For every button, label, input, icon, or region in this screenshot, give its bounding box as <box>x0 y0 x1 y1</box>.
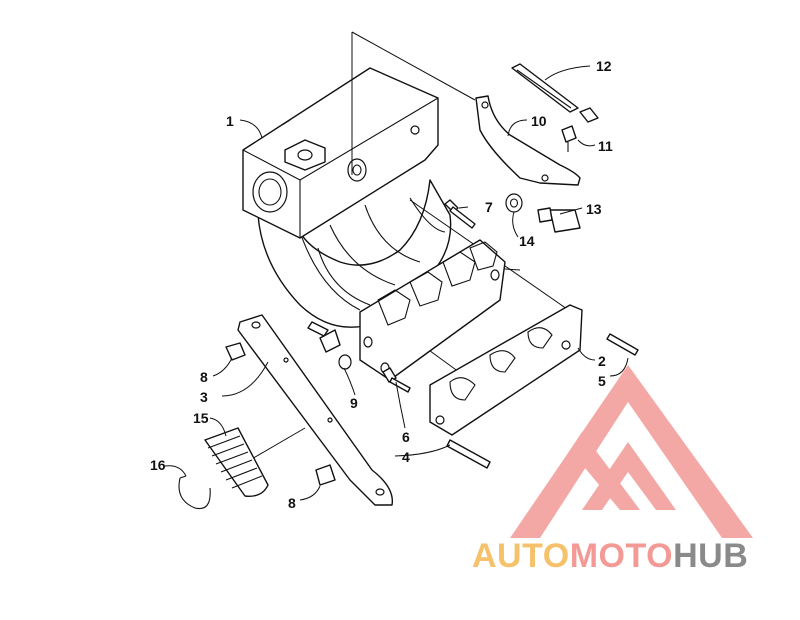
callout-2: 2 <box>598 353 606 369</box>
part-12-strap <box>511 63 579 113</box>
callout-1: 1 <box>226 113 234 129</box>
callout-15: 15 <box>193 410 209 426</box>
part-5-stud <box>606 333 639 356</box>
callout-12: 12 <box>596 58 612 74</box>
callout-13: 13 <box>586 201 602 217</box>
part-2-gasket <box>429 304 583 436</box>
part-9-manifold-flange <box>307 239 506 381</box>
callout-11: 11 <box>598 138 613 154</box>
wordmark-hub: HUB <box>673 537 749 575</box>
callout-6: 6 <box>402 429 410 445</box>
callout-4: 4 <box>402 449 410 465</box>
part-11-bolts <box>561 107 599 152</box>
wordmark-auto: AUTO <box>472 537 570 575</box>
part-14-washer <box>505 193 523 213</box>
callout-labels: 1 12 10 11 13 7 14 2 5 8 3 9 15 6 4 16 8 <box>150 58 613 511</box>
logo-left-bar <box>570 432 640 510</box>
callout-3: 3 <box>200 389 208 405</box>
part-16-clamp <box>178 475 211 510</box>
leader-lines <box>164 65 629 501</box>
callout-5: 5 <box>598 373 606 389</box>
callout-8-upper: 8 <box>200 369 208 385</box>
wordmark-moto: MOTO <box>569 537 674 575</box>
callout-8-lower: 8 <box>288 495 296 511</box>
automotohub-logo-mark <box>510 365 753 538</box>
logo-inner-triangle <box>582 442 676 510</box>
logo-outer-triangle <box>510 365 753 538</box>
callout-10: 10 <box>531 113 547 129</box>
part-7-bolt <box>444 199 476 229</box>
part-10-bracket <box>475 95 581 186</box>
callout-14: 14 <box>519 233 535 249</box>
part-15-boot <box>204 427 269 497</box>
callout-9: 9 <box>350 395 358 411</box>
callout-7: 7 <box>485 199 493 215</box>
part-6-stud <box>382 367 411 393</box>
part-3-support-arm <box>237 314 394 506</box>
automotohub-wordmark: AUTOMOTOHUB <box>472 537 800 577</box>
callout-16: 16 <box>150 457 166 473</box>
part-13-sensor <box>537 207 581 233</box>
part-4-stud <box>446 439 491 469</box>
part-8-bolts <box>225 342 336 486</box>
